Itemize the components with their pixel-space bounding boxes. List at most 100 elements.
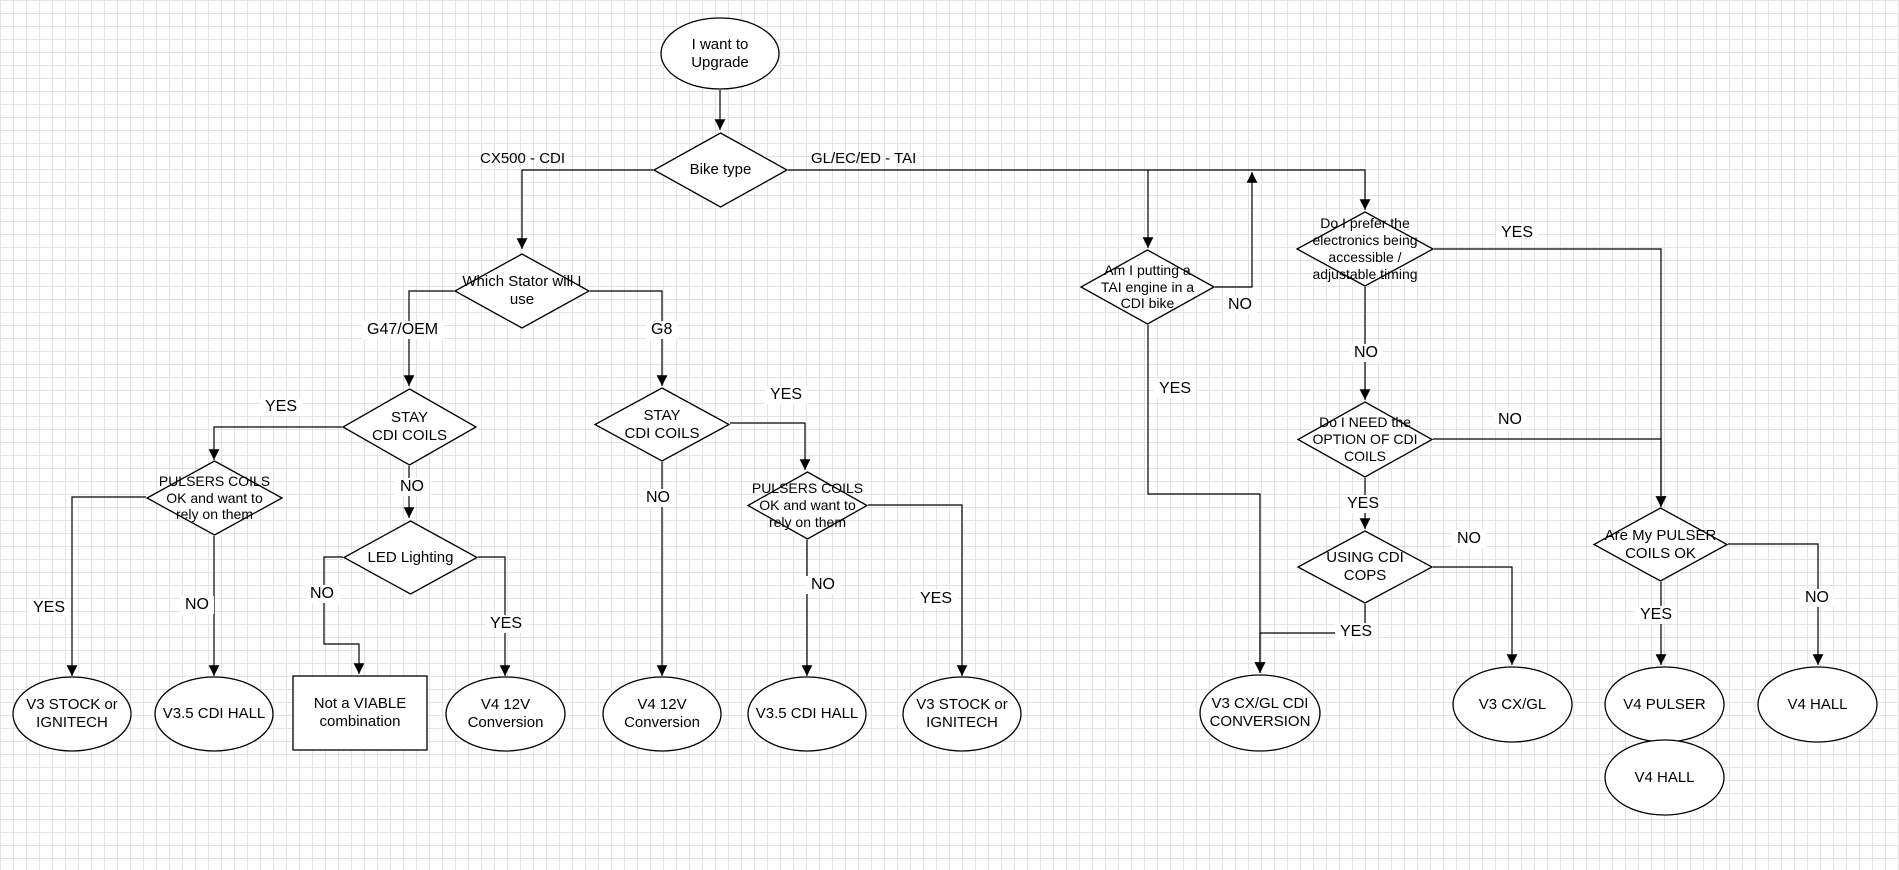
node-label: V3 CX/GL <box>1479 696 1547 714</box>
edge-bike-type-to-which-stator <box>516 169 653 249</box>
ellipse-shape <box>154 676 274 752</box>
result-v4-hall-alt[interactable]: V4 HALL <box>1604 739 1725 816</box>
node-label-line: Not a VIABLE <box>313 695 407 712</box>
edge-label-cops-no: NO <box>1452 530 1486 548</box>
node-label: V4 HALL <box>1634 769 1694 787</box>
edge-label-need-yes: YES <box>1342 495 1385 513</box>
edge-pulsers-g8-yes-to-v3-stock-2 <box>868 504 968 676</box>
node-label-line: STAY <box>643 406 681 424</box>
ellipse-shape <box>660 17 780 90</box>
node-label-line: Bike type <box>689 161 752 178</box>
edge-label-pulsers-g8-yes: YES <box>915 590 958 608</box>
result-v4-pulser[interactable]: V4 PULSER <box>1604 666 1725 743</box>
edge-label-pulsers-g8-no: NO <box>806 576 840 594</box>
node-label-line: I want to <box>691 35 749 53</box>
edge-stay-left-yes-to-pulsers-left <box>208 426 342 460</box>
diamond-shape <box>1079 249 1216 325</box>
diamond-shape <box>453 253 591 329</box>
node-label-line: IGNITECH <box>36 714 108 731</box>
node-label: Bike type <box>690 161 752 179</box>
node-label-line: V3 STOCK or <box>916 696 1008 713</box>
edge-label-pulsers-left-no: NO <box>180 596 214 614</box>
diamond-shape <box>652 132 789 208</box>
node-label-line: V3 CX/GL CDI <box>1211 695 1309 712</box>
ellipse-shape <box>1604 739 1725 816</box>
diamond-shape <box>1296 401 1434 478</box>
node-label-line: COILS OK <box>1625 544 1696 562</box>
node-label-line: V4 12V <box>637 696 687 713</box>
node-label: V3.5 CDI HALL <box>163 705 266 723</box>
diamond-shape <box>593 387 731 462</box>
node-label-line: adjustable timing <box>1312 265 1418 282</box>
node-label-line: OPTION OF CDI <box>1312 431 1418 448</box>
led-lighting-decision[interactable]: LED Lighting <box>342 520 479 595</box>
node-label-line: Am I putting a <box>1104 261 1191 278</box>
node-label-line: TAI engine in a <box>1100 278 1195 295</box>
node-label-line: STAY <box>391 409 428 426</box>
node-label-line: V3 STOCK or <box>26 696 118 713</box>
node-label-line: Are My PULSER <box>1604 526 1717 544</box>
node-label-line: Conversion <box>624 714 700 731</box>
node-label-line: USING CDI <box>1326 549 1404 566</box>
node-label: LED Lighting <box>368 549 454 567</box>
edge-label-stay-g8-no: NO <box>641 489 675 507</box>
edge-label-led-yes: YES <box>485 615 528 633</box>
result-v3-cxgl[interactable]: V3 CX/GL <box>1452 666 1573 743</box>
node-label-line: V3.5 CDI HALL <box>755 705 859 722</box>
ellipse-shape <box>445 676 566 752</box>
ellipse-shape <box>1199 674 1321 752</box>
edge-prefer-yes-to-pulser-ok <box>1434 248 1667 507</box>
diamond-shape <box>341 388 478 466</box>
edge-which-stator-to-stay-left <box>403 290 454 386</box>
edge-label-prefer-yes: YES <box>1496 224 1539 242</box>
edge-pulsers-left-yes-to-v3-stock <box>66 496 146 676</box>
ellipse-shape <box>1757 666 1878 743</box>
edge-label-g47-oem: G47/OEM <box>362 321 444 339</box>
bike-type-decision[interactable]: Bike type <box>652 132 789 208</box>
node-label-line: electronics being <box>1312 232 1418 249</box>
edge-stay-g8-yes-to-pulsers-g8 <box>730 422 811 470</box>
node-label-line: accessible / <box>1328 249 1402 265</box>
edge-label-stay-g8-yes: YES <box>765 386 808 404</box>
diamond-shape <box>342 520 479 595</box>
edge-label-pulser-ok-yes: YES <box>1635 606 1678 624</box>
edge-label-led-no: NO <box>305 585 339 603</box>
node-label-line: Do I prefer the <box>1320 215 1410 232</box>
node-label-line: COPS <box>1343 567 1387 584</box>
edge-tai-yes-to-v3-cxgl-cdi <box>1147 325 1266 673</box>
result-v35-cdi-hall[interactable]: V3.5 CDI HALL <box>154 676 274 752</box>
node-label-line: CDI COILS <box>371 427 447 444</box>
edge-label-pulsers-left-yes: YES <box>28 599 71 617</box>
edge-label-g8: G8 <box>646 321 678 339</box>
result-v35-cdi-hall-g8[interactable]: V3.5 CDI HALL <box>747 676 867 752</box>
node-label-line: Which Stator will I <box>462 273 582 290</box>
node-label-line: V4 12V <box>480 696 531 713</box>
result-v4-hall[interactable]: V4 HALL <box>1757 666 1878 743</box>
node-label-line: Do I NEED the <box>1319 414 1411 431</box>
